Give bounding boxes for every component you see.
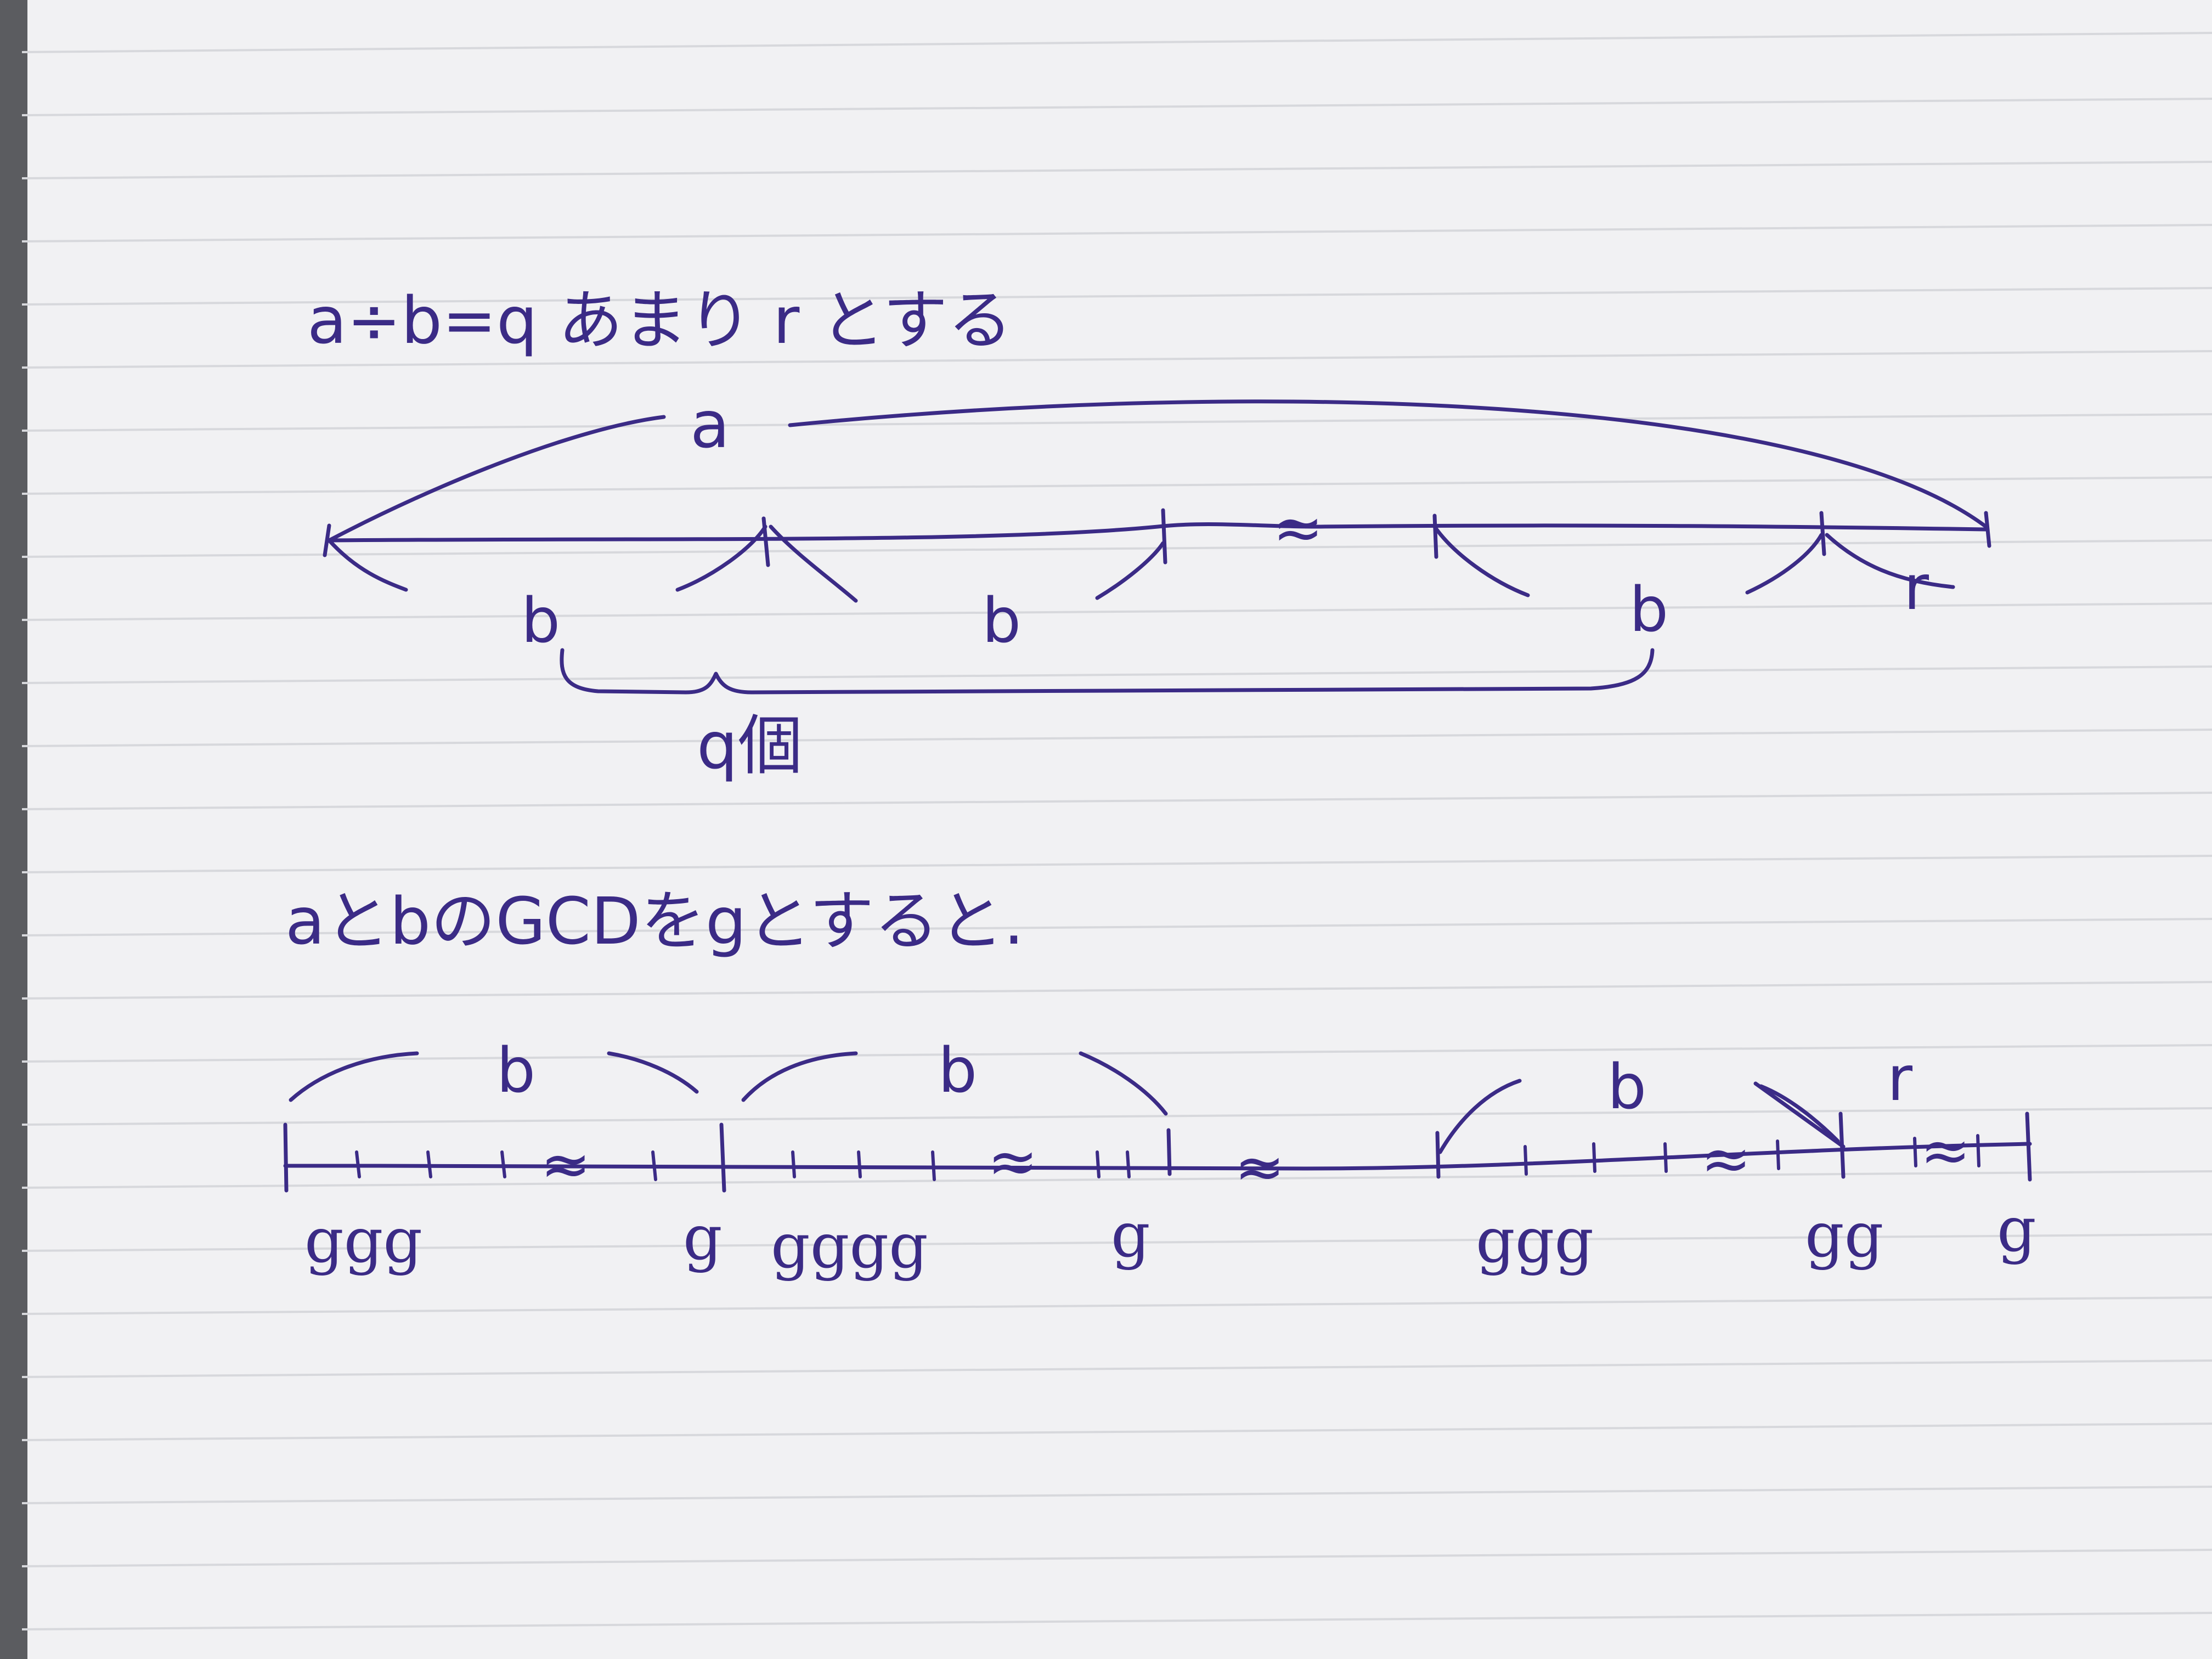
svg-text:≈: ≈ [988,1126,1038,1197]
line1-right-cap [1984,511,1991,548]
ruled-lines [21,32,2212,1630]
section1-b-label-3: b [1629,574,1668,646]
svg-text:≈: ≈ [1701,1124,1751,1194]
section1-heading: a÷b=q あまり r とする [307,283,1012,358]
span-a-label: a [690,387,730,462]
section1-b-label-1: b [521,585,560,657]
line2-small-ticks [355,1134,1980,1181]
r-arc [1825,533,1955,589]
s2-b3-arc [1438,1079,1840,1154]
line2-major-2 [1166,1128,1172,1176]
g-group-2: g [683,1203,723,1274]
g-group-6: gg [1805,1200,1883,1271]
g-group-4: g [1111,1200,1150,1271]
svg-text:≈: ≈ [540,1129,591,1199]
line2-end-left [283,1122,289,1193]
svg-text:≈: ≈ [1920,1115,1971,1186]
svg-text:≈: ≈ [1234,1132,1285,1202]
g-group-1: ggg [304,1205,422,1277]
line1-left-cap [323,523,331,557]
g-group-7: g [1997,1194,2036,1266]
section2-b-label-1: b [496,1035,535,1107]
span-a-arc [327,399,1988,543]
line1-tick-2 [1161,508,1167,565]
line1-tick-3 [1432,514,1438,559]
line2-end-right [2025,1111,2032,1182]
section2-b-label-2: b [938,1035,977,1107]
q-brace [560,648,1655,695]
line1-tick-4 [1819,511,1826,556]
section1-r-label: r [1904,552,1929,624]
line1-break-mark: ≈ [1273,493,1323,563]
g-group-3: gggg [771,1211,928,1282]
section1-b-label-2: b [982,585,1021,657]
brace-label: q個 [697,708,803,783]
section2-b-label-3: b [1607,1052,1646,1123]
page-edge-shadow [0,0,27,1659]
number-line-2 [283,1142,2032,1171]
g-group-5: ggg [1476,1205,1594,1277]
paper [22,0,2212,1659]
line2-major-1 [719,1122,726,1193]
s2-b2-arc [741,1051,1168,1116]
b1-arc [327,524,768,592]
s2-b1-arc [289,1051,699,1102]
line2-break-marks: ≈ ≈ ≈ ≈ ≈ [540,1115,1971,1202]
section2-heading: aとbのGCDをgとすると. [285,883,1024,959]
number-line-1 [327,522,1988,543]
b3-arc [1432,524,1824,597]
section2-r-label: r [1887,1043,1913,1115]
b2-arc [769,524,1165,603]
line2-r-cross [1753,1081,1846,1149]
line2-major-3 [1435,1131,1441,1179]
